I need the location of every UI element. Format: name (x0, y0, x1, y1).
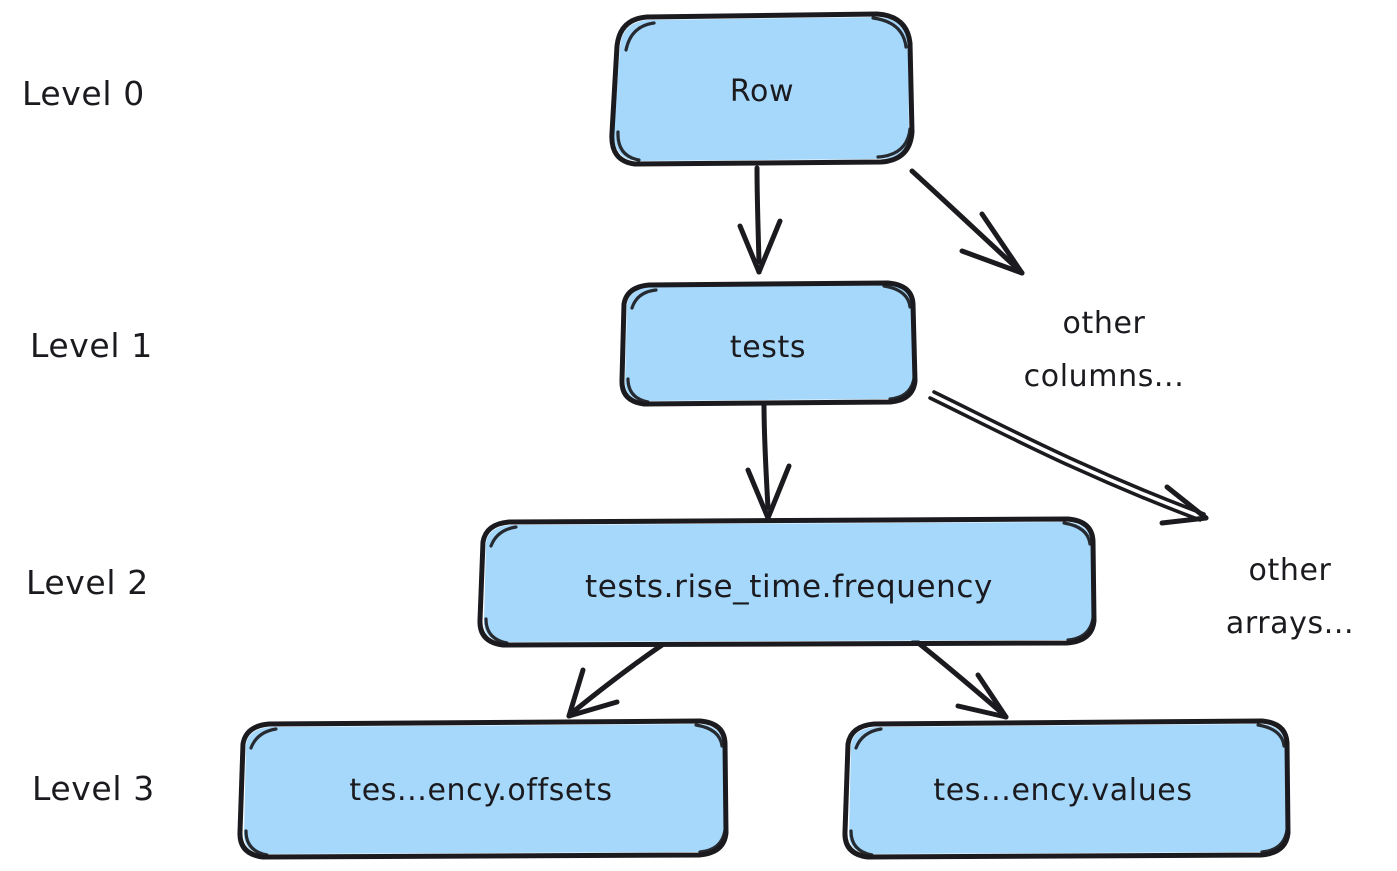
level-label-1: Level 1 (30, 326, 153, 365)
edge-tests-to-other-arrays (928, 390, 1209, 526)
edge-row-to-tests (737, 165, 783, 275)
node-offsets[interactable]: tes...ency.offsets (237, 718, 729, 860)
annotation-other-columns-line2: columns... (1024, 359, 1185, 394)
level-label-0: Level 0 (22, 74, 145, 113)
annotation-other-arrays: other arrays... (1226, 553, 1354, 641)
node-values[interactable]: tes...ency.values (842, 718, 1291, 860)
node-tests[interactable]: tests (619, 280, 918, 407)
node-label-offsets: tes...ency.offsets (349, 773, 612, 808)
annotation-other-columns: other columns... (1024, 306, 1185, 394)
edge-row-to-other-columns (909, 168, 1025, 276)
edge-tests-to-frequency (745, 401, 792, 521)
node-label-values: tes...ency.values (933, 773, 1192, 808)
node-frequency[interactable]: tests.rise_time.frequency (477, 516, 1097, 648)
edge-frequency-to-values (909, 635, 1009, 720)
node-label-row: Row (730, 74, 794, 109)
edge-frequency-to-offsets (566, 642, 665, 719)
annotation-other-arrays-line1: other (1249, 553, 1332, 588)
level-label-3: Level 3 (32, 769, 155, 808)
node-row[interactable]: Row (609, 11, 915, 167)
node-label-tests: tests (730, 330, 806, 365)
level-label-2: Level 2 (26, 563, 149, 602)
annotation-other-arrays-line2: arrays... (1226, 606, 1354, 641)
annotation-other-columns-line1: other (1063, 306, 1146, 341)
node-label-frequency: tests.rise_time.frequency (585, 569, 993, 605)
